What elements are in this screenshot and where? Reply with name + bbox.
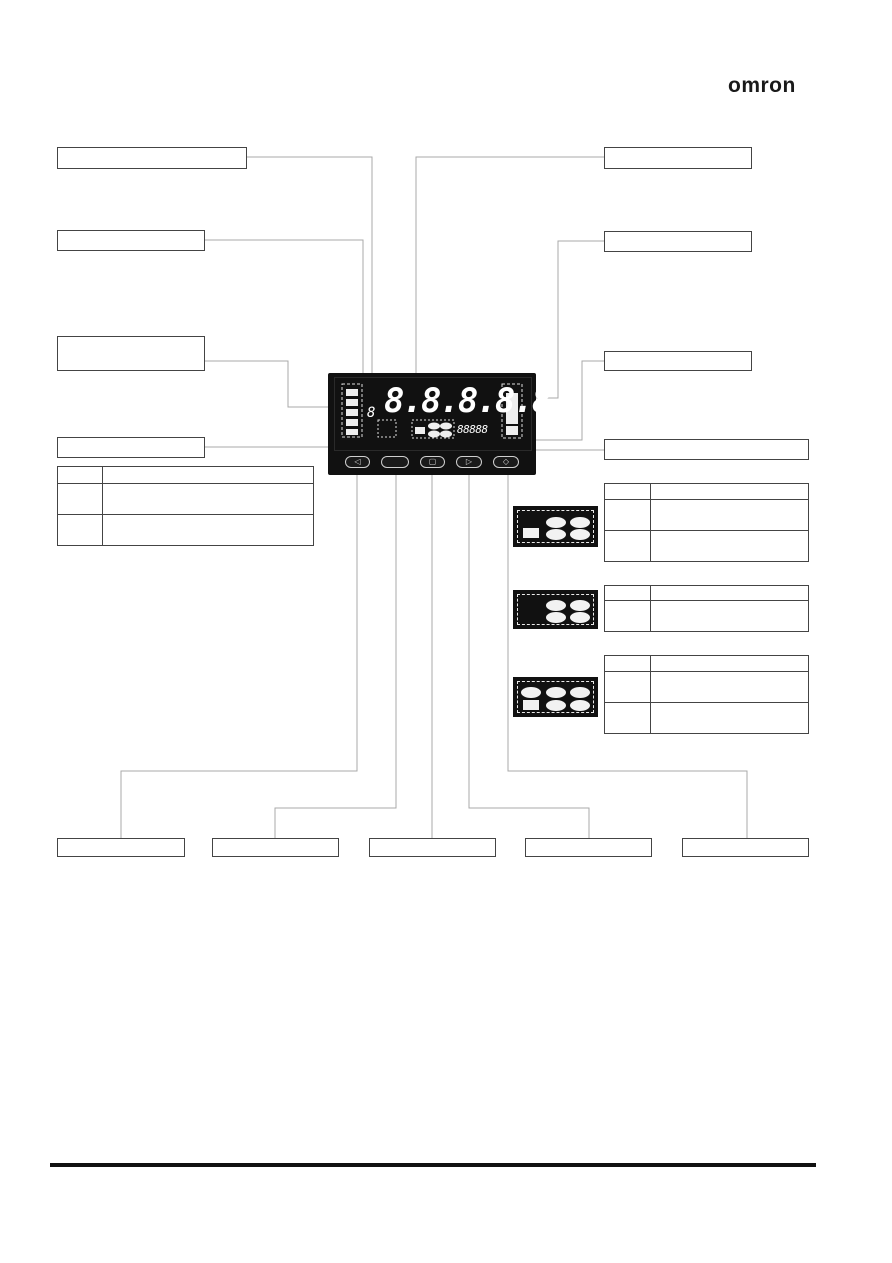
callout-bottom-1	[57, 838, 185, 857]
omron-logo: omron	[728, 74, 796, 97]
mini-b-oval-1	[546, 600, 566, 611]
left-table	[57, 466, 314, 546]
callout-bottom-2	[212, 838, 339, 857]
right-level-bar	[506, 393, 518, 424]
key-left[interactable]: ◁	[345, 456, 370, 468]
right-table-c-cell	[604, 702, 651, 734]
callout-mid-left	[57, 336, 205, 371]
level-seg-3	[346, 409, 358, 416]
right-table-b-h1	[604, 585, 651, 601]
mini-b-oval-4	[570, 612, 590, 623]
callout-top-right-1	[604, 147, 752, 169]
mini-panel-b-frame	[517, 594, 594, 625]
callout-top-left-1	[57, 147, 247, 169]
right-table-b	[604, 585, 809, 632]
level-seg-1	[346, 389, 358, 396]
level-seg-4	[346, 419, 358, 426]
left-table-cell	[57, 483, 103, 515]
right-table-c-cell	[604, 671, 651, 703]
callout-level-right	[604, 439, 809, 460]
footer-rule	[50, 1163, 816, 1167]
left-table-cell	[102, 514, 314, 546]
mini-b-oval-2	[570, 600, 590, 611]
device-front-panel: 8 8.8.8.8.8. 88888 ◁ ▢ ▷ ◇	[328, 373, 571, 475]
right-table-a-cell	[604, 530, 651, 562]
main-seven-segment-display: 8.8.8.8.8.	[384, 381, 571, 421]
level-seg-5	[346, 429, 358, 435]
key-mode[interactable]	[381, 456, 409, 468]
right-table-c	[604, 655, 809, 734]
right-table-a-h1	[604, 483, 651, 500]
status-group-frame	[411, 419, 455, 439]
right-table-b-cell	[650, 600, 809, 632]
mini-c-oval-5	[570, 700, 590, 711]
mini-panel-c	[513, 677, 598, 717]
key-up[interactable]: ◇	[493, 456, 519, 468]
mini-b-oval-3	[546, 612, 566, 623]
right-table-c-h1	[604, 655, 651, 672]
left-table-cell	[102, 483, 314, 515]
status-oval-3	[428, 430, 440, 438]
mini-panel-a	[513, 506, 598, 547]
callout-level-left	[57, 437, 205, 458]
mini-c-oval-3	[570, 687, 590, 698]
callout-bottom-4	[525, 838, 652, 857]
key-enter[interactable]: ▢	[420, 456, 445, 468]
right-table-c-h2	[650, 655, 809, 672]
right-table-c-cell	[650, 702, 809, 734]
mini-a-square	[523, 528, 539, 538]
right-table-a	[604, 483, 809, 562]
small-digit: 8	[367, 405, 376, 421]
key-shift[interactable]: ▷	[456, 456, 482, 468]
callout-mid-right	[604, 351, 752, 371]
callout-bottom-3	[369, 838, 496, 857]
mini-panel-c-frame	[517, 681, 594, 713]
callout-top-left-2	[57, 230, 205, 251]
mini-c-oval-2	[546, 687, 566, 698]
level-seg-2	[346, 399, 358, 406]
left-level-frame	[341, 383, 363, 438]
right-table-a-cell	[604, 499, 651, 531]
mini-panel-b	[513, 590, 598, 629]
display-graphics	[341, 383, 523, 439]
right-table-b-cell	[604, 600, 651, 632]
status-square	[415, 427, 425, 434]
mini-a-oval-1	[546, 517, 566, 528]
right-table-b-h2	[650, 585, 809, 601]
sub-seven-segment-display: 88888	[457, 423, 488, 436]
status-oval-1	[428, 422, 440, 430]
callout-top-right-2	[604, 231, 752, 252]
left-table-h1	[57, 466, 103, 484]
right-table-a-cell	[650, 530, 809, 562]
callout-bottom-5	[682, 838, 809, 857]
display-area	[334, 377, 532, 451]
sub-mode-box	[377, 419, 397, 438]
mini-c-oval-1	[521, 687, 541, 698]
mini-c-square	[523, 700, 539, 710]
right-table-a-cell	[650, 499, 809, 531]
status-oval-4	[440, 430, 452, 438]
mini-c-oval-4	[546, 700, 566, 711]
right-level-bar-low	[506, 426, 518, 435]
right-table-a-h2	[650, 483, 809, 500]
right-table-c-cell	[650, 671, 809, 703]
mini-panel-a-frame	[517, 510, 594, 543]
left-table-cell	[57, 514, 103, 546]
left-table-h2	[102, 466, 314, 484]
status-oval-2	[440, 422, 452, 430]
mini-a-oval-2	[570, 517, 590, 528]
mini-a-oval-3	[546, 529, 566, 540]
right-level-frame	[501, 383, 523, 439]
mini-a-oval-4	[570, 529, 590, 540]
